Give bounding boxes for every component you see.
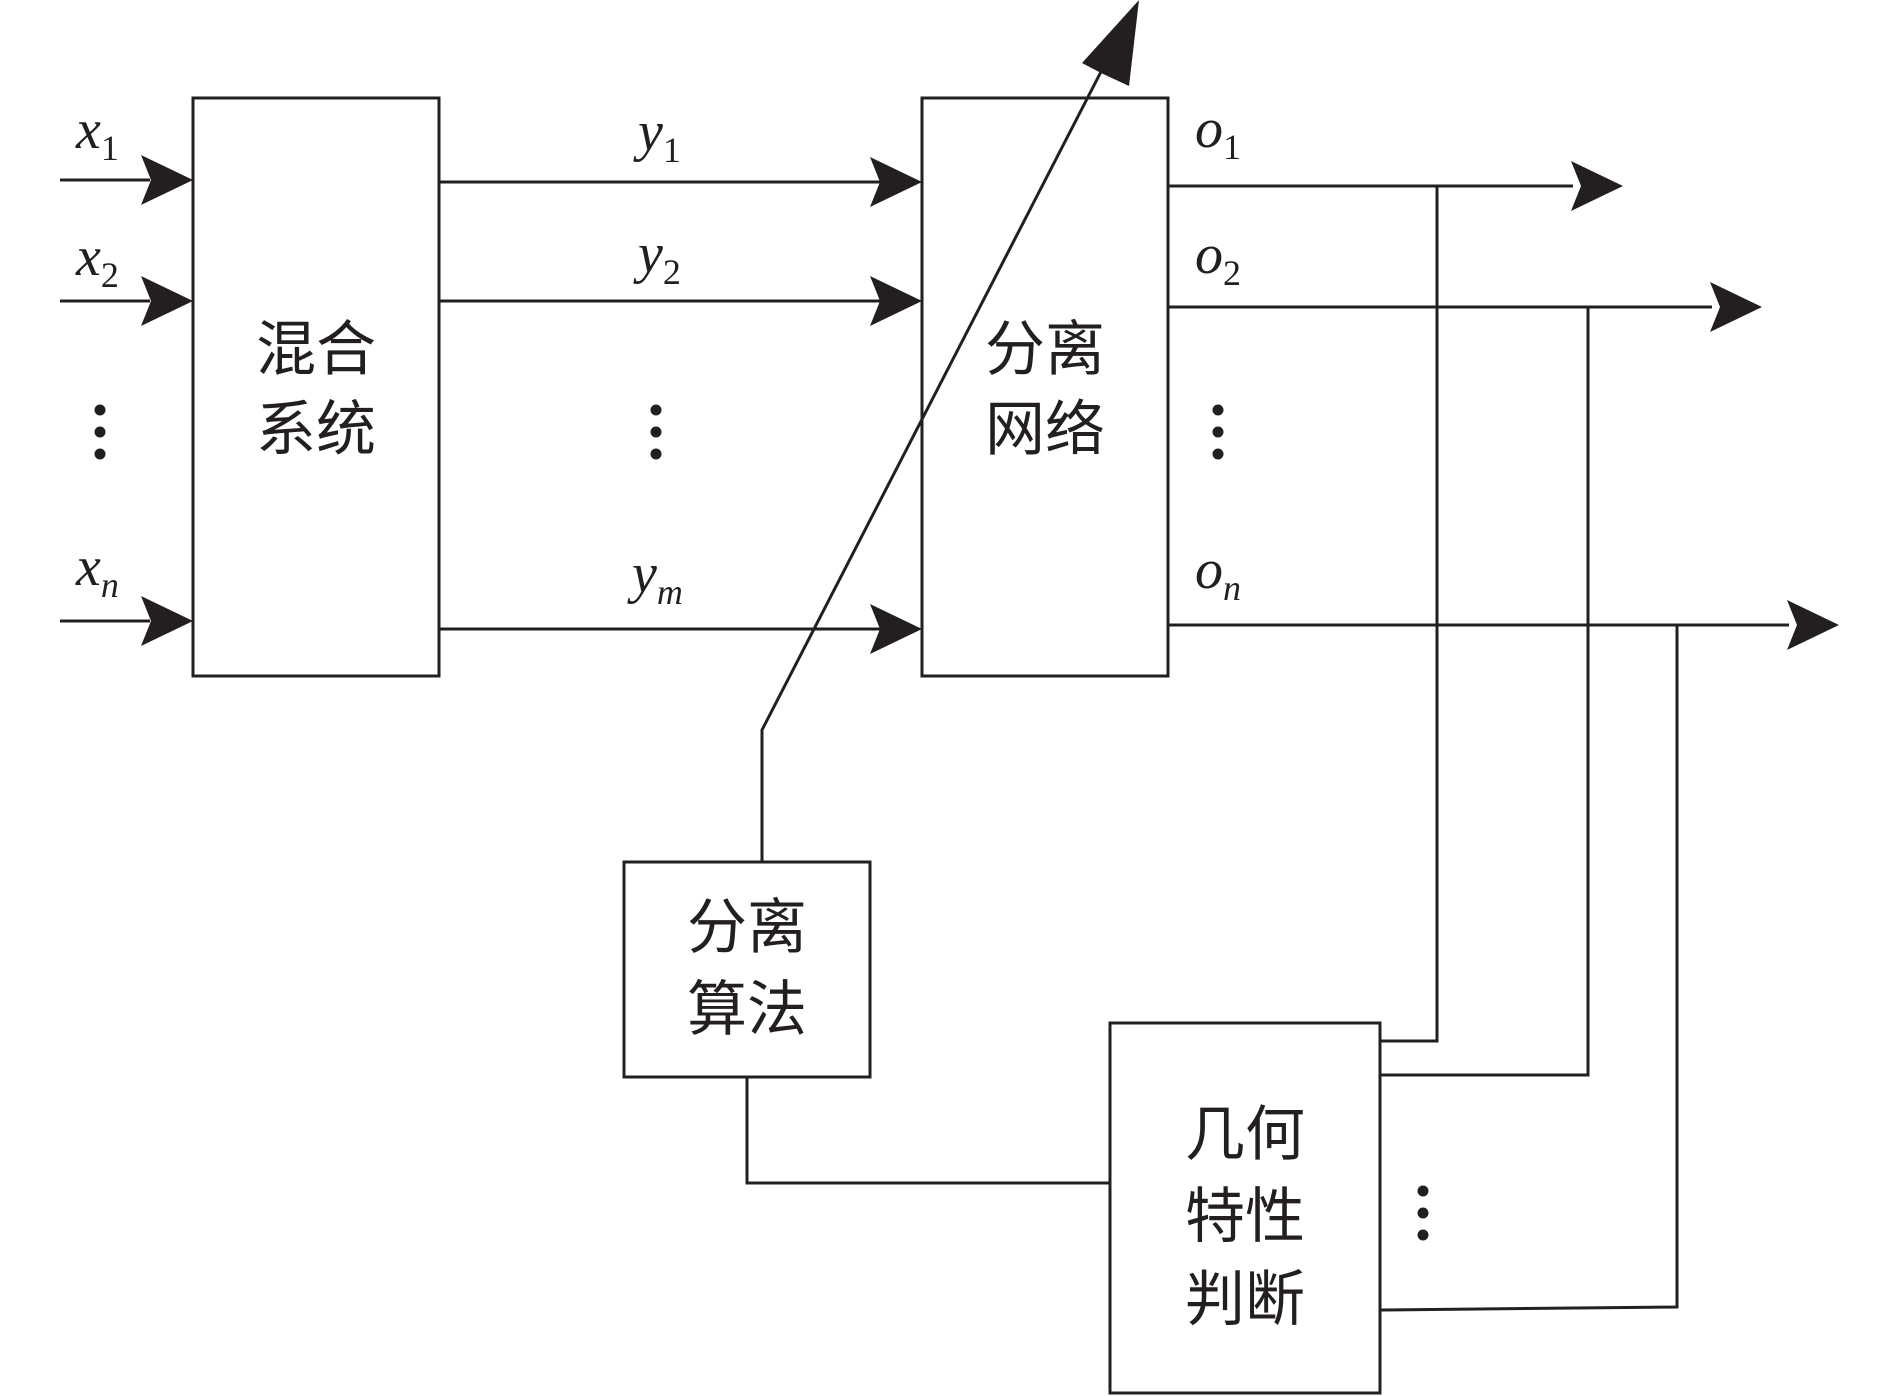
mixture-sub-1: 1 (663, 130, 681, 170)
input-ellipsis (94, 404, 106, 460)
separation-network-label-2: 网络 (985, 395, 1105, 465)
input-sub-2: 2 (101, 255, 119, 295)
mixing-system-label-2: 系统 (256, 395, 376, 465)
feedback-ellipsis (1417, 1185, 1429, 1241)
mixing-system-block (191, 96, 441, 678)
separation-network-label-1: 分离 (985, 315, 1105, 385)
mixture-sub-m: m (657, 572, 683, 612)
mixing-system-label-1: 混合 (256, 315, 376, 385)
separation-network-block (920, 96, 1170, 678)
output-var-1: o (1195, 98, 1223, 160)
judgment-to-algorithm-line (745, 1077, 1110, 1185)
feedback-line-n (1379, 625, 1679, 1312)
separation-algorithm-block (622, 860, 872, 1079)
input-label-1: x1 (75, 99, 119, 168)
algorithm-adjust-line (760, 61, 1108, 862)
mixture-label-2: y2 (633, 223, 681, 292)
mixture-var-1: y (633, 101, 663, 163)
separation-algorithm-label-1: 分离 (687, 893, 807, 963)
output-ellipsis (1212, 404, 1224, 460)
mixture-arrowhead-2 (870, 276, 922, 326)
mixture-label-m: ym (627, 543, 683, 612)
algorithm-adjust-arrowhead (1082, 0, 1139, 86)
output-var-n: o (1195, 539, 1223, 601)
separation-algorithm-label-2: 算法 (687, 975, 807, 1045)
output-sub-2: 2 (1223, 253, 1241, 293)
output-arrowhead-n (1787, 600, 1839, 650)
mixture-arrowhead-1 (870, 157, 922, 207)
geometric-judgment-label-2: 特性 (1185, 1182, 1305, 1252)
input-label-2: x2 (75, 226, 119, 295)
feedback-line-1 (1380, 186, 1439, 1043)
output-arrowhead-1 (1571, 161, 1623, 211)
output-arrowhead-2 (1710, 282, 1762, 332)
input-sub-1: 1 (101, 128, 119, 168)
mixture-ellipsis (650, 404, 662, 460)
mixture-label-1: y1 (633, 101, 681, 170)
geometric-judgment-label-3: 判断 (1185, 1265, 1305, 1335)
input-var-1: x (75, 99, 101, 161)
input-label-n: xn (75, 536, 119, 605)
feedback-line-2 (1380, 307, 1590, 1077)
input-arrowhead-1 (141, 155, 193, 205)
input-sub-n: n (101, 565, 119, 605)
geometric-judgment-block (1108, 1021, 1382, 1395)
output-sub-1: 1 (1223, 127, 1241, 167)
output-label-2: o2 (1195, 224, 1241, 293)
mixture-sub-2: 2 (663, 252, 681, 292)
output-sub-n: n (1223, 568, 1241, 608)
input-arrowhead-2 (141, 276, 193, 326)
geometric-judgment-label-1: 几何 (1185, 1100, 1305, 1170)
input-var-n: x (75, 536, 101, 598)
mixture-var-2: y (633, 223, 663, 285)
output-label-n: on (1195, 539, 1241, 608)
output-label-1: o1 (1195, 98, 1241, 167)
mixture-arrowhead-m (870, 604, 922, 654)
input-var-2: x (75, 226, 101, 288)
input-arrowhead-n (141, 596, 193, 646)
mixture-var-m: y (627, 543, 657, 605)
output-var-2: o (1195, 224, 1223, 286)
